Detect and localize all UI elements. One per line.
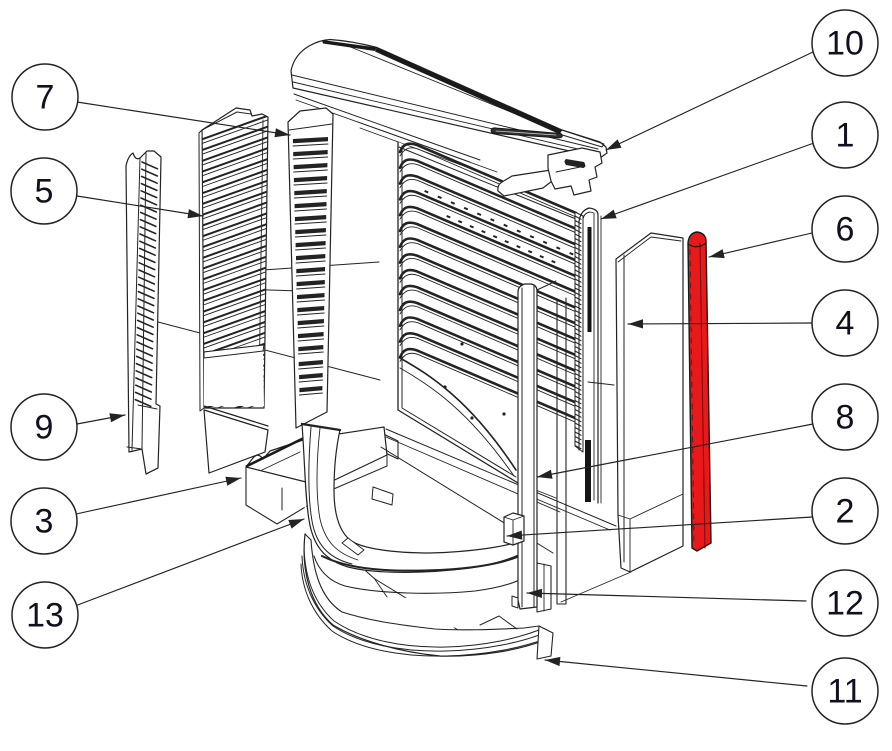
svg-text:9: 9 [35,409,54,447]
svg-text:2: 2 [836,493,855,531]
svg-text:4: 4 [836,305,855,343]
svg-text:12: 12 [826,585,864,623]
svg-text:1: 1 [836,117,855,155]
svg-text:8: 8 [836,399,855,437]
svg-text:10: 10 [826,25,864,63]
svg-text:7: 7 [36,79,55,117]
svg-text:6: 6 [836,211,855,249]
svg-text:3: 3 [35,503,54,541]
svg-text:5: 5 [35,173,54,211]
svg-text:13: 13 [26,597,64,635]
svg-text:11: 11 [827,673,862,711]
